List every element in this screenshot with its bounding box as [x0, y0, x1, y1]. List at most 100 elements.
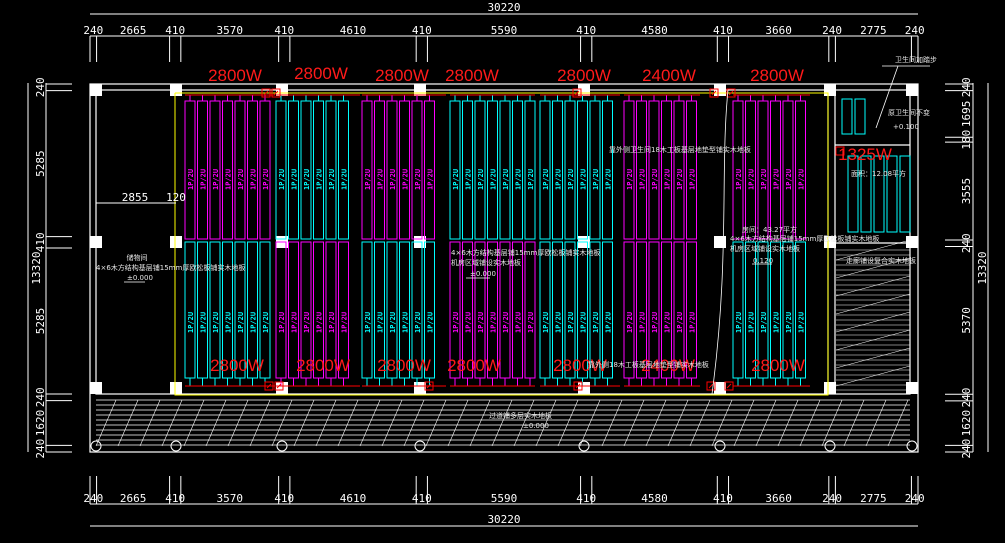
dimension-value: 410	[34, 232, 47, 252]
power-label: 2800W	[375, 66, 429, 85]
rack	[338, 241, 349, 379]
rack-label: 1P/2U	[389, 169, 397, 190]
rack	[499, 241, 511, 379]
power-label: 2800W	[445, 66, 499, 85]
power-panel	[835, 146, 845, 156]
dimension-value: 4610	[340, 492, 367, 505]
rack	[386, 241, 398, 379]
hatch-line	[117, 399, 139, 447]
rack	[589, 100, 601, 240]
rack-label: 1P/2U	[639, 169, 647, 190]
column	[824, 382, 836, 394]
hatch-line	[777, 399, 799, 447]
column	[906, 382, 918, 394]
rack-label: 1P/2U	[237, 312, 245, 333]
rack	[524, 241, 536, 379]
corridor-note: 过道铺多层实木地板	[489, 411, 552, 420]
dimension-value: 1695	[960, 101, 973, 128]
rack-label: 1P/2U	[605, 169, 613, 190]
dimension-value: 5370	[960, 307, 973, 334]
rack	[847, 155, 859, 233]
rack-label: 1P/2U	[676, 312, 684, 333]
rack	[899, 155, 911, 233]
hatch-line	[249, 399, 271, 447]
dimension-value: 410	[713, 24, 733, 37]
dimension-value: 240	[960, 388, 973, 408]
column	[414, 84, 426, 96]
column	[170, 382, 182, 394]
rack	[499, 100, 511, 240]
rack	[325, 241, 337, 379]
dimension-value: 2775	[860, 492, 887, 505]
dimension-value: 410	[713, 492, 733, 505]
rack-label: 1P/2U	[187, 169, 195, 190]
power-panel	[709, 88, 719, 98]
power-panel	[271, 88, 281, 98]
power-label-side: 1325W	[838, 145, 892, 164]
rack-label: 1P/2U	[225, 169, 233, 190]
column	[170, 84, 182, 96]
panel-mark	[726, 383, 732, 389]
column	[276, 84, 288, 96]
rack	[259, 241, 271, 379]
rack-label: 1P/2U	[414, 312, 422, 333]
bathroom-level: +0.100	[893, 123, 919, 131]
dimension-value: 240	[905, 24, 925, 37]
rack-label: 1P/2U	[773, 169, 781, 190]
rack	[636, 241, 647, 379]
rack-label: 1P/2U	[567, 312, 575, 333]
hatch-line	[601, 399, 623, 447]
rack	[577, 100, 588, 240]
hatch-line	[381, 399, 403, 447]
dimension-value: 4580	[641, 492, 668, 505]
rack	[673, 241, 685, 379]
rack	[686, 241, 697, 379]
dimension-value: 1620	[960, 410, 973, 437]
rack	[209, 241, 221, 379]
dimension-value: 2665	[120, 492, 147, 505]
hall-note: 走廊铺设复合实木地板	[846, 256, 916, 265]
storage-level: ±0.000	[127, 274, 153, 282]
panel-mark	[273, 90, 279, 96]
dimension-value: 240	[822, 492, 842, 505]
hatch-line	[645, 399, 667, 447]
rack	[782, 241, 794, 379]
dimension-value: 410	[274, 24, 294, 37]
hatch-line	[689, 399, 711, 447]
column	[276, 382, 288, 394]
rack	[648, 241, 660, 379]
rack-label: 1P/2U	[567, 169, 575, 190]
storage-width-value: 2855	[122, 191, 149, 204]
rack-label: 1P/2U	[316, 169, 324, 190]
hatch-line	[403, 399, 425, 447]
rack-label: 1P/2U	[542, 312, 550, 333]
dimension-value: 410	[274, 492, 294, 505]
rack	[449, 100, 461, 240]
dimension-value: 240	[960, 439, 973, 459]
rack	[247, 241, 258, 379]
rack-label: 1P/2U	[651, 312, 659, 333]
rack	[673, 100, 685, 240]
rack	[462, 100, 473, 240]
rack-label: 1P/2U	[262, 312, 270, 333]
power-panel	[572, 88, 582, 98]
corridor-hatch	[95, 399, 910, 447]
dimension-value: 3570	[216, 24, 243, 37]
storage-room-label: 储物间	[127, 253, 148, 262]
panel-mark	[426, 383, 432, 389]
column	[824, 236, 836, 248]
hatch-line	[835, 347, 911, 369]
rack	[275, 100, 287, 240]
dimension-value: 3660	[765, 24, 792, 37]
dimension-value: 3660	[765, 492, 792, 505]
hatch-line	[469, 399, 491, 447]
rack	[745, 241, 756, 379]
rack	[552, 241, 563, 379]
power-label: 2400W	[641, 356, 695, 375]
panel-mark	[575, 383, 581, 389]
rack-label: 1P/2U	[377, 169, 385, 190]
rack	[539, 241, 551, 379]
rack	[474, 100, 486, 240]
dimension-value: 2775	[860, 24, 887, 37]
dimension-value: 4610	[340, 24, 367, 37]
